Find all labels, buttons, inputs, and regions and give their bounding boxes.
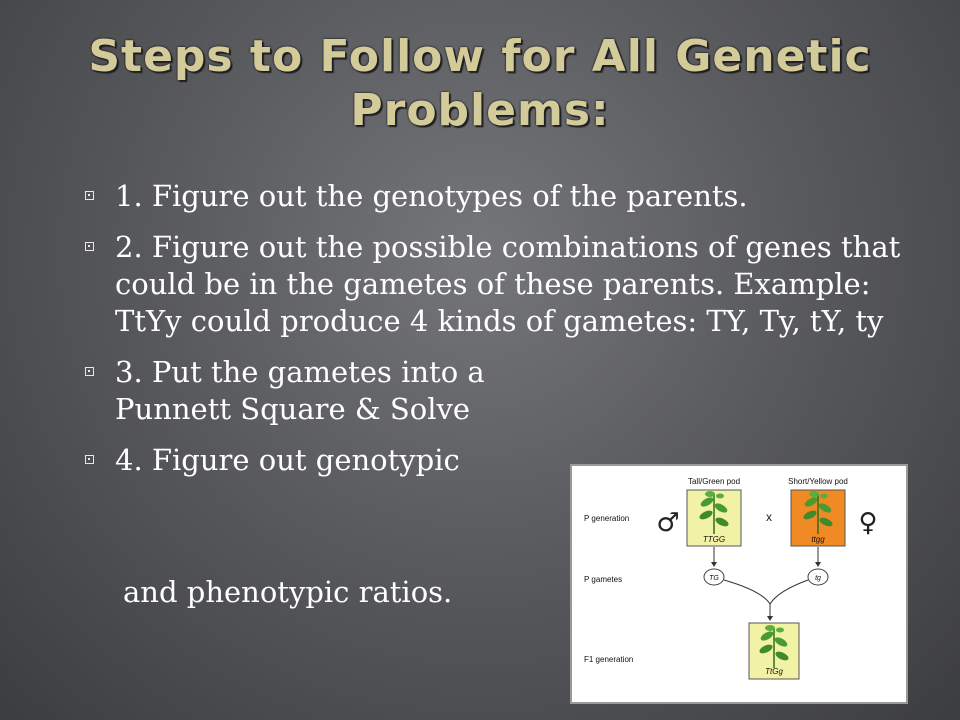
square-bullet-icon: [85, 367, 94, 376]
parent2-box: ttgg: [790, 489, 846, 547]
row-label-f1-generation: F1 generation: [584, 655, 633, 664]
female-symbol-icon: ♀: [858, 508, 877, 538]
bullet-list: 1. Figure out the genotypes of the paren…: [85, 178, 915, 493]
parent1-box: TTGG: [686, 489, 742, 547]
male-symbol-icon: ♂: [656, 508, 679, 538]
bullet-item-1: 1. Figure out the genotypes of the paren…: [85, 178, 915, 215]
svg-text:TG: TG: [709, 575, 719, 582]
square-bullet-icon: [85, 242, 94, 251]
parent2-phenotype-label: Short/Yellow pod: [788, 477, 848, 486]
gamete-1: TG: [703, 568, 725, 586]
title-line-1: Steps to Follow for All Genetic: [88, 31, 872, 82]
genetic-cross-diagram: P generation P gametes F1 generation Tal…: [570, 464, 908, 704]
row-label-p-generation: P generation: [584, 514, 629, 523]
bullet-4-continuation: and phenotypic ratios.: [123, 575, 453, 609]
gamete-2: tg: [807, 568, 829, 586]
parent2-genotype: ttgg: [811, 535, 825, 544]
bullet-item-2: 2. Figure out the possible combinations …: [85, 229, 915, 340]
bullet-item-4: 4. Figure out genotypic: [85, 442, 915, 479]
parent1-genotype: TTGG: [703, 535, 725, 544]
cross-symbol: x: [766, 510, 772, 524]
offspring-box: TtGg: [748, 622, 800, 680]
square-bullet-icon: [85, 191, 94, 200]
slide-title: Steps to Follow for All Genetic Problems…: [40, 30, 920, 138]
bullet-item-3: 3. Put the gametes into a Punnett Square…: [85, 354, 595, 428]
row-label-p-gametes: P gametes: [584, 575, 622, 584]
square-bullet-icon: [85, 455, 94, 464]
offspring-genotype: TtGg: [765, 667, 783, 676]
svg-text:tg: tg: [815, 575, 821, 582]
parent1-phenotype-label: Tall/Green pod: [688, 477, 740, 486]
title-line-2: Problems:: [350, 85, 610, 136]
